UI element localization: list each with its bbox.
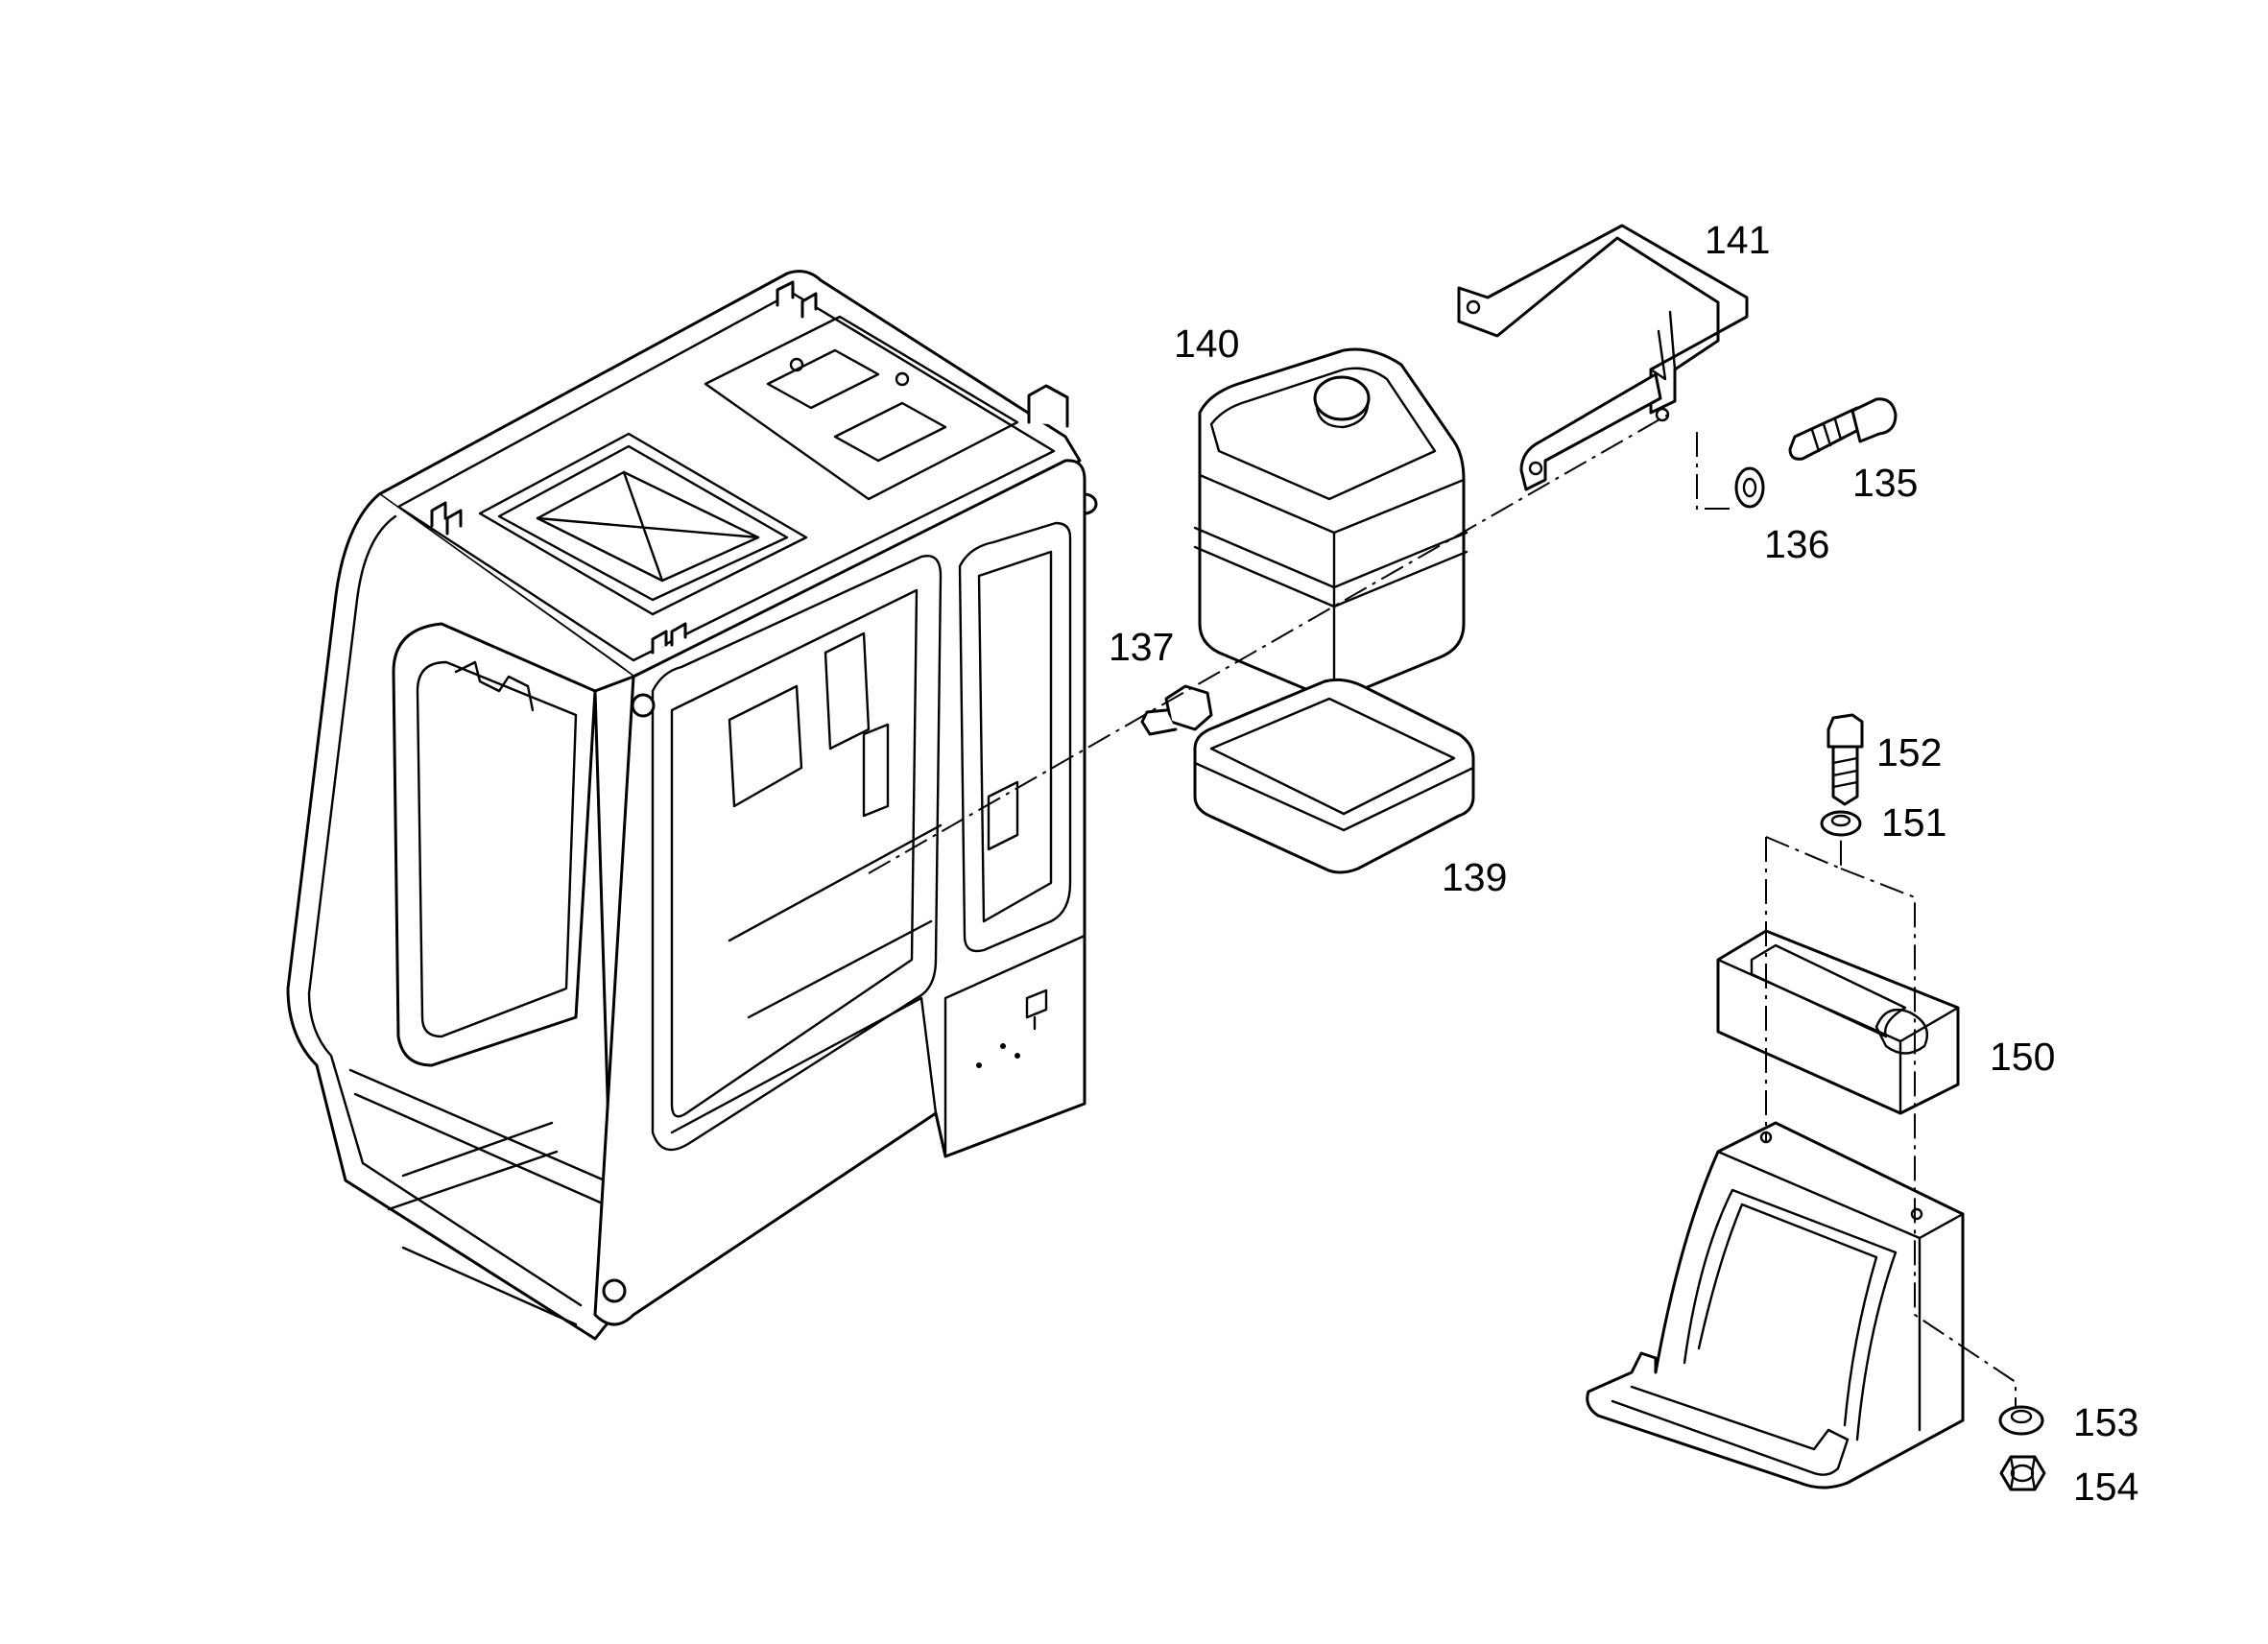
tray-139: [1193, 678, 1475, 874]
callout-137: 137: [1109, 625, 1174, 669]
cab-frame: [286, 270, 1098, 1341]
callout-151: 151: [1881, 800, 1946, 845]
callout-139: 139: [1442, 855, 1507, 899]
washer-151: [1820, 810, 1862, 837]
callout-labels: 141 140 135 136 137 152 151 139 150 153 …: [1109, 218, 2138, 1509]
assembly-lines: [868, 414, 2017, 1406]
console-base: [1586, 1121, 1965, 1489]
callout-154: 154: [2073, 1465, 2138, 1509]
nut-154: [1999, 1455, 2046, 1491]
reservoir-140: [1193, 347, 1468, 699]
bolt-135: [1788, 397, 1898, 461]
callout-150: 150: [1990, 1035, 2055, 1079]
washer-136: [1734, 466, 1765, 509]
washer-153: [1998, 1405, 2044, 1436]
callout-136: 136: [1764, 522, 1829, 566]
callout-135: 135: [1852, 461, 1918, 505]
bolt-152: [1826, 713, 1864, 806]
callout-140: 140: [1174, 322, 1239, 366]
callout-152: 152: [1876, 730, 1942, 774]
holder-150: [1716, 929, 1960, 1115]
callout-141: 141: [1705, 218, 1770, 262]
bracket-141: [1457, 224, 1749, 491]
callout-153: 153: [2073, 1400, 2138, 1444]
